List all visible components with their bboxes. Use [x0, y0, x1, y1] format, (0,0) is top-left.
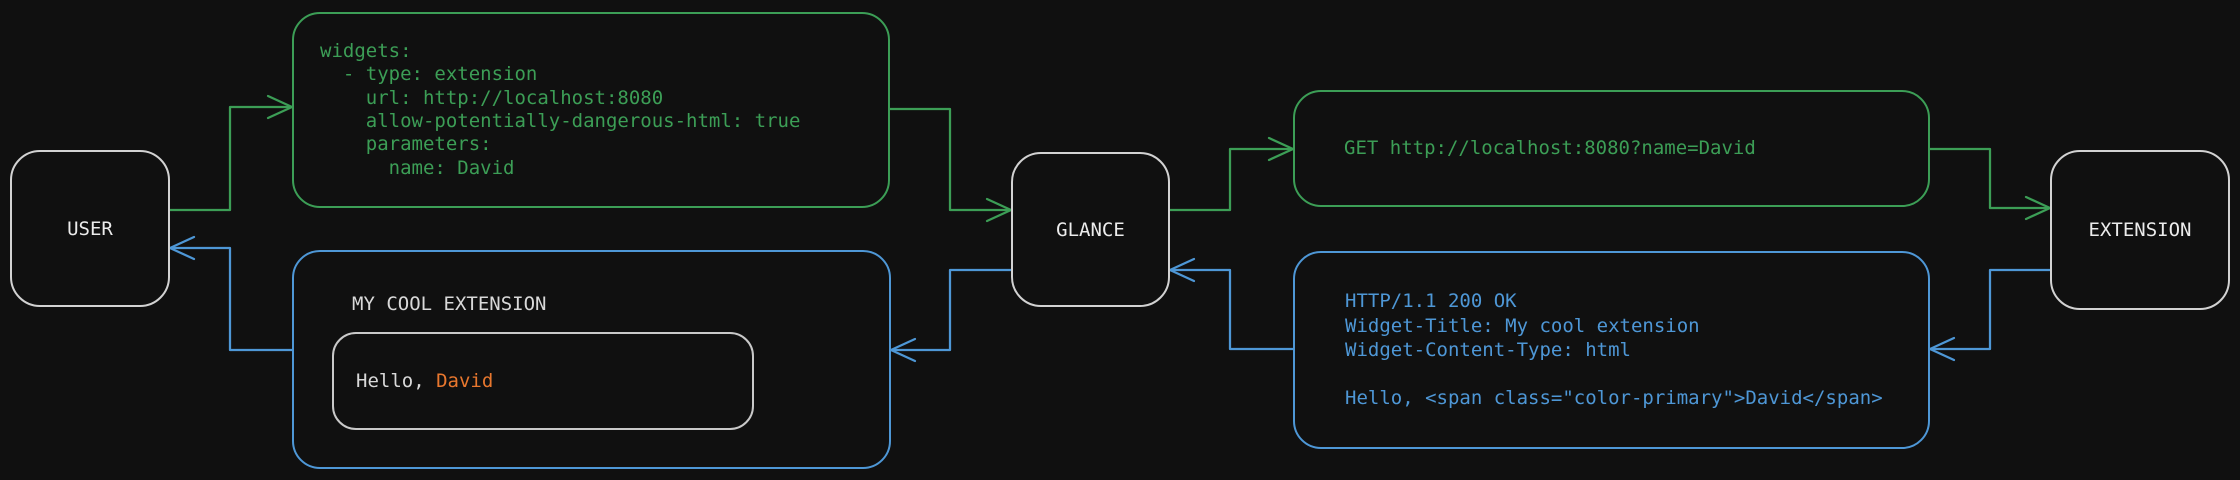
- widget-greeting-card: Hello, David: [332, 332, 754, 430]
- user-node: USER: [10, 150, 170, 307]
- http-request-code: GET http://localhost:8080?name=David: [1344, 136, 1756, 159]
- arrowhead-glance-to-widget: [889, 337, 917, 363]
- extension-node-label: EXTENSION: [2088, 219, 2192, 241]
- arrowhead-response-to-glance: [1168, 257, 1196, 283]
- edge-glance-to-request: [1166, 147, 1295, 212]
- user-node-label: USER: [67, 217, 113, 240]
- glance-node-label: GLANCE: [1056, 218, 1125, 241]
- widget-greeting-text: Hello, David: [334, 370, 493, 392]
- glance-node: GLANCE: [1011, 152, 1170, 307]
- edge-glance-to-widget: [889, 268, 1015, 352]
- edge-config-to-glance: [887, 107, 1013, 212]
- edge-response-to-glance: [1168, 268, 1297, 351]
- config-yaml-box: widgets: - type: extension url: http://l…: [292, 12, 890, 208]
- edge-extension-to-response: [1928, 268, 2054, 351]
- extension-node: EXTENSION: [2050, 150, 2230, 310]
- http-response-code: HTTP/1.1 200 OK Widget-Title: My cool ex…: [1345, 290, 1883, 410]
- greeting-prefix: Hello,: [356, 370, 437, 392]
- http-response-box: HTTP/1.1 200 OK Widget-Title: My cool ex…: [1293, 251, 1930, 449]
- config-yaml-code: widgets: - type: extension url: http://l…: [320, 39, 801, 179]
- greeting-name: David: [436, 370, 494, 392]
- http-request-box: GET http://localhost:8080?name=David: [1293, 90, 1930, 207]
- widget-preview-title: MY COOL EXTENSION: [352, 293, 547, 315]
- edge-user-to-config: [166, 105, 294, 212]
- arrowhead-widget-to-user: [168, 235, 196, 261]
- edge-widget-to-user: [168, 246, 296, 352]
- widget-preview-box: MY COOL EXTENSION Hello, David: [292, 250, 891, 469]
- arrowhead-extension-to-response: [1928, 336, 1956, 362]
- edge-request-to-extension: [1926, 147, 2052, 210]
